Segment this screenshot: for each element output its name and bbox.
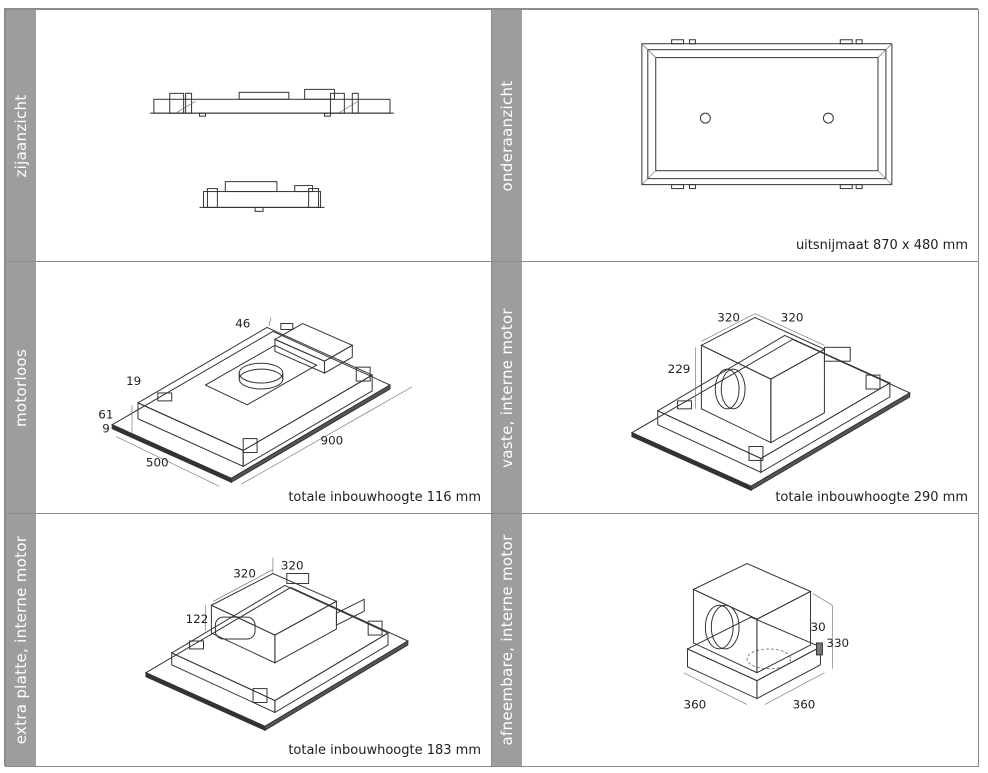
removable-motor-drawing: 30 330 360 360 bbox=[522, 514, 978, 766]
panel-label: zijaanzicht bbox=[12, 93, 30, 178]
hidden-outlet bbox=[746, 648, 792, 670]
side-view-drawing bbox=[36, 10, 491, 261]
dim-46: 46 bbox=[235, 316, 250, 330]
panel-extra-flat-internal-motor: extra platte, interne motor bbox=[5, 513, 492, 767]
dim-122: 122 bbox=[186, 612, 209, 626]
side-view-svg bbox=[149, 88, 394, 212]
panel-label: onderaanzicht bbox=[498, 79, 516, 192]
dim-19: 19 bbox=[126, 374, 141, 388]
air-outlet bbox=[238, 368, 284, 390]
panel-bottom-view: onderaanzicht uitsnijm bbox=[491, 9, 979, 262]
dim-320-left: 320 bbox=[717, 311, 740, 325]
panel-label-tab: motorloos bbox=[6, 262, 36, 513]
bottom-view-svg bbox=[641, 39, 893, 190]
dim-330: 330 bbox=[826, 636, 849, 650]
inner-cutout bbox=[655, 57, 879, 172]
motorless-drawing: 46 19 61 9 500 900 totale inbouwhoogte 1… bbox=[36, 262, 491, 513]
dim-229: 229 bbox=[668, 362, 691, 376]
motor-box-front bbox=[700, 344, 772, 444]
panel-motorless: motorloos bbox=[5, 261, 492, 514]
dim-900: 900 bbox=[321, 434, 344, 448]
panel-label-tab: extra platte, interne motor bbox=[6, 514, 36, 766]
installation-height-caption: totale inbouwhoogte 183 mm bbox=[288, 743, 481, 758]
dim-360-left: 360 bbox=[684, 697, 707, 711]
diagram-sheet: zijaanzicht bbox=[4, 8, 979, 767]
dim-30: 30 bbox=[811, 620, 826, 634]
panel-removable-internal-motor: afneembare, interne motor 3 bbox=[491, 513, 979, 767]
dim-9: 9 bbox=[102, 422, 110, 436]
dim-360-right: 360 bbox=[793, 697, 816, 711]
removable-motor-svg: 30 330 360 360 bbox=[683, 563, 849, 711]
dim-320-right: 320 bbox=[281, 559, 304, 573]
installation-height-caption: totale inbouwhoogte 116 mm bbox=[288, 490, 481, 505]
dim-320-right: 320 bbox=[781, 311, 804, 325]
panel-label-tab: onderaanzicht bbox=[492, 10, 522, 261]
panel-label: extra platte, interne motor bbox=[12, 535, 30, 745]
panel-label: afneembare, interne motor bbox=[498, 534, 516, 746]
side-profile-long bbox=[149, 88, 394, 117]
air-outlet bbox=[714, 368, 740, 410]
side-profile-short bbox=[199, 181, 325, 212]
panel-label-tab: afneembare, interne motor bbox=[492, 514, 522, 766]
motorless-svg: 46 19 61 9 500 900 bbox=[98, 316, 412, 487]
dim-500: 500 bbox=[146, 455, 169, 469]
panel-label-tab: zijaanzicht bbox=[6, 10, 36, 261]
cutout-caption: uitsnijmaat 870 x 480 mm bbox=[795, 238, 968, 253]
extra-flat-svg: 320 320 122 bbox=[144, 557, 409, 732]
panel-fixed-internal-motor: vaste, interne motor bbox=[491, 261, 979, 514]
dim-61: 61 bbox=[98, 408, 113, 422]
air-outlet bbox=[214, 616, 256, 640]
panel-side-view: zijaanzicht bbox=[5, 9, 492, 262]
motor-box-top bbox=[692, 563, 812, 620]
bottom-view-drawing: uitsnijmaat 870 x 480 mm bbox=[522, 10, 978, 261]
outer-frame bbox=[641, 43, 893, 186]
panel-label-tab: vaste, interne motor bbox=[492, 262, 522, 513]
panel-label: motorloos bbox=[12, 348, 30, 427]
installation-height-caption: totale inbouwhoogte 290 mm bbox=[775, 490, 968, 505]
panel-label: vaste, interne motor bbox=[498, 307, 516, 468]
mounting-hole bbox=[699, 112, 711, 124]
mounting-hole bbox=[822, 112, 834, 124]
housing-top bbox=[136, 326, 374, 452]
dim-320-left: 320 bbox=[233, 566, 256, 580]
fixed-motor-svg: 320 320 229 bbox=[630, 311, 911, 492]
air-outlet bbox=[704, 604, 734, 650]
fixed-motor-drawing: 320 320 229 totale inbouwhoogte 290 mm bbox=[522, 262, 978, 513]
extra-flat-drawing: 320 320 122 totale inbouwhoogte 183 mm bbox=[36, 514, 491, 766]
motor-box-front bbox=[210, 604, 276, 664]
motor-box-top bbox=[210, 572, 338, 636]
